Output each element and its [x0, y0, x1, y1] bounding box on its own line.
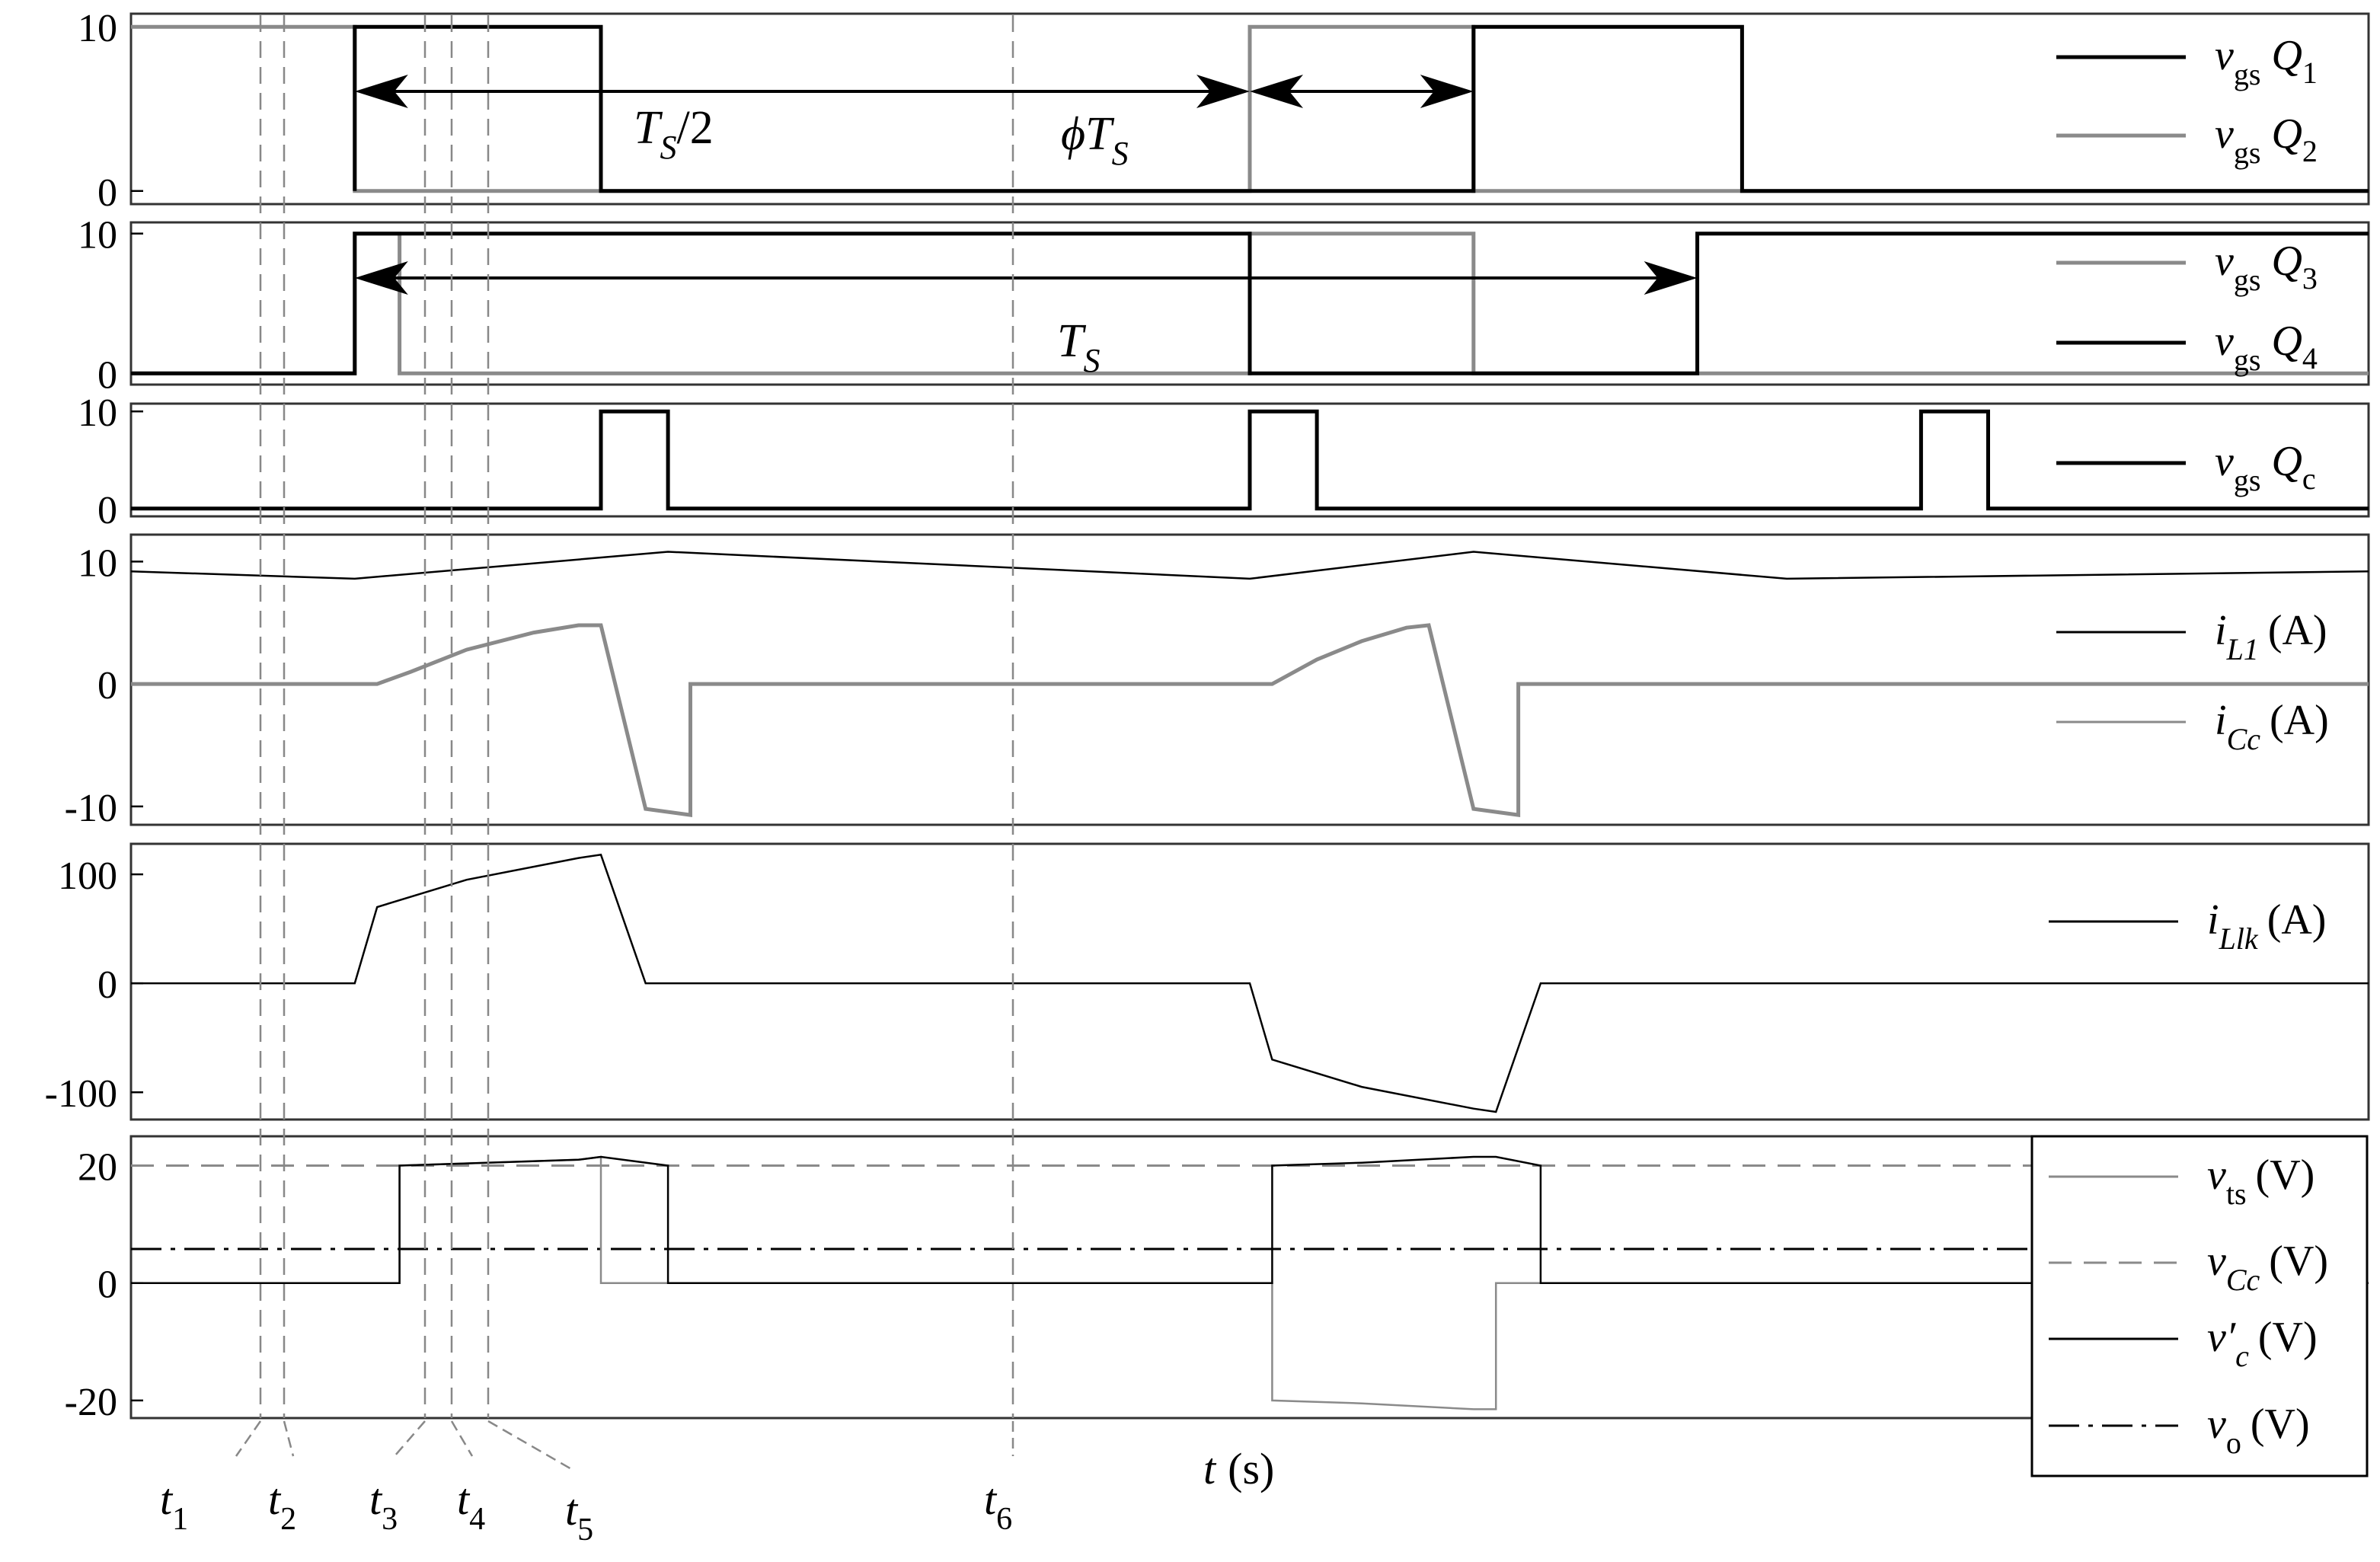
time-marker-label-t6: t6 [984, 1474, 1012, 1537]
legend-entry: vCc(V) [2207, 1238, 2328, 1297]
y-tick-label: 0 [97, 963, 117, 1007]
arrow-head-right [1420, 75, 1474, 108]
panel-frame [129, 12, 2370, 206]
arrow-label: TS [1057, 315, 1100, 379]
panel-frame [129, 842, 2370, 1121]
legend-entry: iL1(A) [2215, 607, 2327, 666]
y-tick-label: 100 [58, 854, 117, 898]
y-tick-label: -20 [65, 1381, 117, 1424]
time-marker-leader [487, 1420, 573, 1471]
time-markers-layer: t1 t2 t3 t4 t5 t6 [160, 15, 1014, 1548]
time-marker-leader [450, 1420, 474, 1457]
y-tick-label: -10 [65, 787, 117, 830]
series-line [353, 24, 2369, 193]
series-line [131, 623, 2369, 817]
y-tick-label: -100 [45, 1072, 117, 1116]
time-marker-label-t2: t2 [268, 1474, 296, 1537]
time-marker-label-t5: t5 [565, 1485, 593, 1548]
legend-entry: vo(V) [2207, 1401, 2310, 1460]
time-marker-leader [283, 1420, 295, 1457]
panel-p6: 20 0 -20 vts(V) vCc(V) v′c(V) vo(V) [65, 1135, 2369, 1477]
legend-entry: vts(V) [2207, 1152, 2315, 1211]
y-tick-label: 10 [78, 214, 117, 257]
annotations-layer: TS/2 ϕTS TS [354, 75, 1698, 379]
y-tick-label: 0 [97, 171, 117, 215]
y-tick-label: 0 [97, 664, 117, 708]
y-tick-label: 10 [78, 391, 117, 435]
legend-box [2030, 1135, 2369, 1477]
arrow-head-right [1196, 75, 1250, 108]
panel-frame [129, 221, 2370, 386]
arrow-label: TS/2 [634, 102, 714, 166]
arrow-head-left [1250, 75, 1303, 108]
time-marker-label-t1: t1 [160, 1474, 188, 1537]
series-line [131, 232, 2369, 375]
panel-frame [129, 1135, 2033, 1420]
panel-frame [129, 533, 2370, 826]
arrow-head-left [354, 75, 408, 108]
time-marker-leader [235, 1420, 262, 1457]
arrow-head-right [1644, 261, 1698, 295]
series-line [131, 853, 2369, 1113]
arrow-label: ϕTS [1061, 108, 1129, 172]
arrow-head-left [354, 261, 408, 295]
legend-entry: iCc(A) [2215, 697, 2329, 756]
panel-p4: 10 0 -10 iL1(A) iCc(A) [65, 533, 2370, 830]
panel-frame [129, 402, 2370, 518]
series-line [131, 409, 2369, 511]
series-line [131, 24, 2369, 193]
series-line [130, 551, 2369, 580]
y-tick-label: 0 [97, 1263, 117, 1307]
x-axis-label: t(s) [1203, 1444, 1274, 1493]
time-marker-label-t4: t4 [457, 1474, 485, 1537]
legend-entry: iLlk(A) [2207, 896, 2326, 956]
y-tick-label: 0 [97, 353, 117, 397]
panel-p5: 100 0 -100 iLlk(A) [45, 842, 2370, 1121]
y-tick-label: 10 [78, 541, 117, 585]
y-tick-label: 20 [78, 1146, 117, 1190]
time-marker-leader [394, 1420, 426, 1457]
y-tick-label: 0 [97, 489, 117, 532]
time-marker-label-t3: t3 [369, 1474, 398, 1537]
legend-entry: v′c(V) [2207, 1314, 2318, 1373]
y-tick-label: 10 [78, 7, 117, 50]
